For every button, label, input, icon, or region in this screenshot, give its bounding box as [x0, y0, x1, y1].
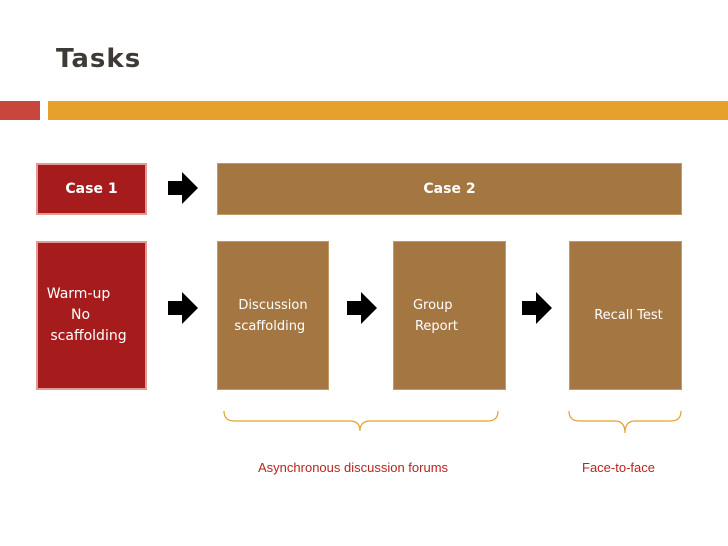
warm-up-line-3: scaffolding	[50, 328, 127, 344]
title-accent-bar-orange	[48, 101, 728, 120]
arrow-right-icon	[347, 292, 377, 324]
title-accent-bar-red	[0, 101, 40, 120]
group-line-1: Group	[412, 297, 453, 313]
case-1-box: Case 1	[36, 163, 147, 215]
async-brace	[223, 410, 499, 432]
discussion-line-1: Discussion	[238, 297, 308, 313]
async-caption: Asynchronous discussion forums	[258, 460, 449, 475]
case-2-label: Case 2	[423, 181, 476, 197]
recall-test-box: Recall Test	[569, 241, 682, 390]
arrow-right-icon	[168, 292, 198, 324]
arrow-right-icon	[522, 292, 552, 324]
face-to-face-caption: Face-to-face	[582, 460, 655, 475]
slide-title: Tasks	[56, 44, 142, 74]
case-2-box: Case 2	[217, 163, 682, 215]
warm-up-line-1: Warm-up	[46, 286, 111, 302]
face-to-face-brace	[568, 410, 682, 434]
case-1-label: Case 1	[65, 181, 118, 197]
recall-test-label: Recall Test	[594, 308, 663, 323]
warm-up-box: Warm-up No scaffolding	[36, 241, 147, 390]
discussion-scaffolding-box: Discussion scaffolding	[217, 241, 329, 390]
discussion-line-2: scaffolding	[234, 318, 306, 334]
group-line-2: Report	[414, 318, 459, 334]
arrow-right-icon	[168, 172, 198, 204]
group-report-box: Group Report	[393, 241, 506, 390]
warm-up-line-2: No	[70, 307, 91, 323]
